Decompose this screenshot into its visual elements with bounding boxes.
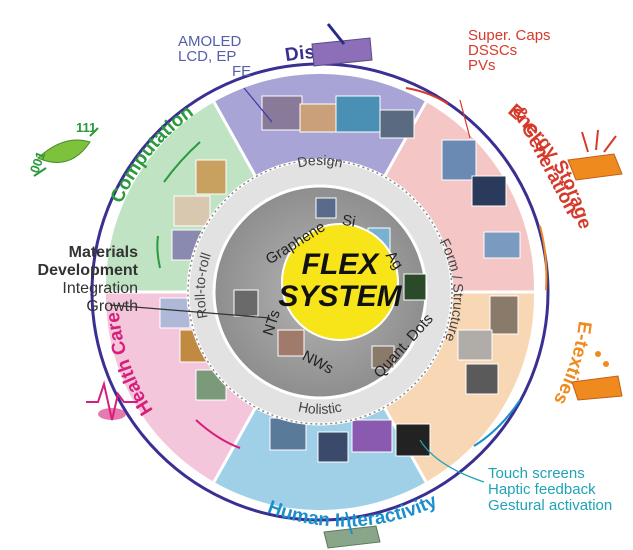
- photo-quant: [371, 345, 395, 369]
- displays-note-3: FE: [232, 63, 252, 80]
- photo-displays-2: [299, 103, 337, 133]
- materials-item-2: Growth: [86, 298, 138, 315]
- inner-label-si: Si: [341, 212, 357, 231]
- crystal-tag-111: 111: [76, 120, 96, 135]
- energy-sheet-icon: [567, 129, 623, 181]
- interactivity-note-2: Haptic feedback: [488, 481, 596, 498]
- photo-energy-2: [471, 175, 507, 207]
- photo-displays-3: [335, 95, 381, 133]
- photo-health-3: [195, 369, 227, 401]
- photo-nts: [233, 289, 259, 317]
- photo-human-4: [395, 423, 431, 457]
- connector-arrows: [156, 87, 548, 449]
- displays-note-1: AMOLED: [178, 33, 242, 50]
- energy-note-1: Super. Caps: [468, 27, 551, 44]
- inner-ring-photos: [233, 197, 427, 369]
- materials-item-1: Integration: [62, 280, 138, 297]
- displays-notes: AMOLED LCD, EP FE: [178, 34, 251, 79]
- droplet-textile-icon: [571, 351, 623, 401]
- callout-lines: [109, 87, 485, 483]
- photo-energy-3: [483, 231, 521, 259]
- photo-displays-1: [261, 95, 303, 131]
- energy-notes: Super. Caps DSSCs PVs: [468, 28, 551, 73]
- ring-label-design: Design: [296, 152, 344, 171]
- interactivity-note-3: Gestural activation: [488, 497, 613, 514]
- photo-ag: [403, 273, 427, 301]
- ring-label-holistic: Holistic: [297, 398, 343, 417]
- center-circle: [281, 223, 399, 341]
- center-line2: SYSTEM: [278, 280, 402, 313]
- energy-note-2: DSSCs: [468, 42, 518, 59]
- displays-note-2: LCD, EP: [178, 48, 237, 65]
- crystal-sheet-icon: [33, 127, 99, 177]
- pen-display-icon: [311, 23, 373, 67]
- photo-nws: [277, 329, 305, 357]
- heartbeat-icon: [86, 380, 138, 421]
- materials-title-1: Materials: [68, 244, 138, 261]
- photo-comp-2: [173, 195, 211, 227]
- photo-comp-1: [195, 159, 227, 195]
- materials-title-2: Development: [37, 262, 138, 279]
- interactivity-note-1: Touch screens: [488, 465, 585, 482]
- photo-graphene: [315, 197, 337, 219]
- interactivity-notes: Touch screens Haptic feedback Gestural a…: [488, 466, 612, 514]
- photo-displays-4: [379, 109, 415, 139]
- photo-etex-1: [489, 295, 519, 335]
- photo-energy-1: [441, 139, 477, 181]
- photo-human-3: [351, 419, 393, 453]
- photo-human-2: [317, 431, 349, 463]
- touch-sheet-icon: [323, 511, 381, 549]
- crystal-tag-001: 001: [27, 150, 49, 176]
- energy-note-3: PVs: [468, 57, 496, 74]
- photo-etex-3: [465, 363, 499, 395]
- photo-etex-2: [457, 329, 493, 361]
- center-line1: FLEX: [302, 248, 381, 281]
- materials-notes: Materials Development Integration Growth: [10, 244, 138, 316]
- photo-health-1: [159, 297, 191, 329]
